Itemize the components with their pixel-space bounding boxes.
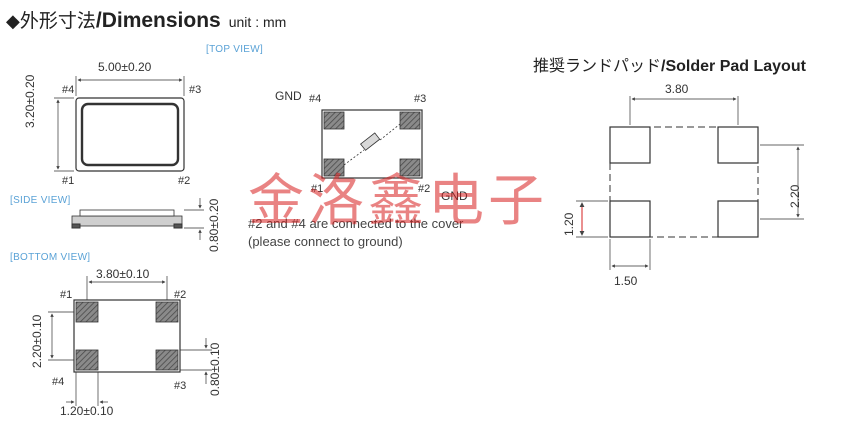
bottom-pad-2 (155, 301, 179, 323)
cover-note-line2: (please connect to ground) (248, 234, 403, 249)
side-view-label: [SIDE VIEW] (10, 195, 71, 206)
side-view-drawing (71, 198, 204, 240)
bottom-view-drawing (48, 276, 212, 406)
bottom-pin-3: #3 (174, 380, 187, 392)
bottom-pin-1: #1 (60, 289, 73, 301)
top-pin-1: #1 (62, 175, 75, 187)
page-title: ◆外形寸法/Dimensions unit : mm (6, 6, 286, 33)
top-pin-3: #3 (189, 84, 202, 96)
gnd-bottom-label: GND (441, 189, 468, 203)
cover-note-line1: #2 and #4 are connected to the cover (248, 216, 464, 231)
pad-layout-title: 推奨ランドパッド/Solder Pad Layout (533, 52, 806, 76)
bottom-pad-height-dim: 0.80±0.10 (208, 342, 222, 396)
pad-vertical-dim: 2.20 (788, 184, 802, 208)
pad-title-jp: 推奨ランドパッド (533, 58, 662, 75)
title-jp: 外形寸法 (19, 10, 96, 32)
bottom-pad-4 (75, 349, 99, 371)
pad-layout-drawing (576, 96, 804, 270)
pad-height-dim: 1.20 (562, 212, 576, 236)
top-height-dim: 3.20±0.20 (23, 74, 37, 128)
pad-width-dim: 1.50 (614, 274, 638, 288)
unit-label: unit : mm (228, 14, 287, 30)
bottom-pad-width-dim: 1.20±0.10 (60, 404, 114, 418)
bottom-pin-2: #2 (174, 289, 187, 301)
top-pin-4: #4 (62, 84, 75, 96)
conn-pin-3: #3 (414, 93, 427, 105)
top-pin-2: #2 (178, 175, 191, 187)
gnd-top-label: GND (275, 89, 302, 103)
top-view-drawing (54, 76, 185, 172)
conn-pin-1: #1 (311, 183, 324, 195)
bottom-pad-3 (155, 349, 179, 371)
top-width-dim: 5.00±0.20 (98, 60, 152, 74)
watermark-text: 金洛鑫电子 (248, 169, 548, 234)
pad-pitch-dim: 3.80 (665, 82, 689, 96)
bottom-vertical-dim: 2.20±0.10 (30, 314, 44, 368)
bottom-pad-1 (75, 301, 99, 323)
bottom-view-label: [BOTTOM VIEW] (10, 252, 91, 263)
side-height-dim: 0.80±0.20 (207, 198, 221, 252)
cover-note: #2 and #4 are connected to the cover (pl… (248, 215, 463, 251)
title-en: /Dimensions (95, 9, 221, 32)
diamond-icon: ◆ (6, 11, 20, 31)
bottom-pin-4: #4 (52, 376, 65, 388)
connection-drawing (321, 109, 423, 179)
top-view-label: [TOP VIEW] (206, 44, 264, 55)
bottom-pitch-dim: 3.80±0.10 (96, 267, 150, 281)
pad-title-en: /Solder Pad Layout (661, 58, 806, 75)
conn-pin-2: #2 (418, 183, 431, 195)
conn-pin-4: #4 (309, 93, 322, 105)
